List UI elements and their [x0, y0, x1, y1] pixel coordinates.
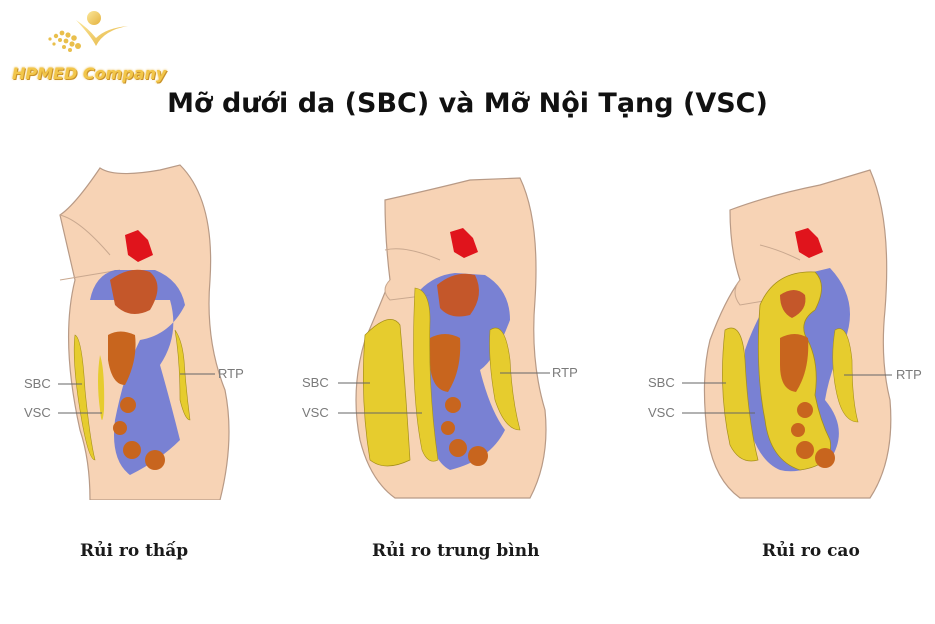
page-title: Mỡ dưới da (SBC) và Mỡ Nội Tạng (VSC) [167, 88, 768, 119]
caption-high-risk: Rủi ro cao [762, 541, 860, 561]
sbc-label: SBC [302, 375, 329, 390]
logo-text: HPMED Company [12, 64, 167, 83]
panel-medium-risk: SBC VSC RTP [290, 160, 600, 500]
logo-figure-icon [48, 11, 128, 52]
torso-high-risk-illustration [682, 169, 892, 499]
vsc-label: VSC [302, 405, 329, 420]
sbc-label: SBC [648, 375, 675, 390]
panel-low-risk: SBC VSC RTP [20, 160, 270, 500]
panel-high-risk: SBC VSC RTP [630, 160, 930, 500]
rtp-label: RTP [552, 365, 578, 380]
caption-medium-risk: Rủi ro trung bình [372, 541, 540, 561]
hpmed-logo: HPMED Company [6, 6, 166, 86]
vsc-label: VSC [24, 405, 51, 420]
rtp-label: RTP [896, 367, 922, 382]
torso-medium-risk-illustration [338, 177, 550, 499]
rtp-label: RTP [218, 366, 244, 381]
vsc-label: VSC [648, 405, 675, 420]
torso-low-risk-illustration [58, 164, 230, 500]
sbc-label: SBC [24, 376, 51, 391]
caption-low-risk: Rủi ro thấp [80, 541, 189, 561]
